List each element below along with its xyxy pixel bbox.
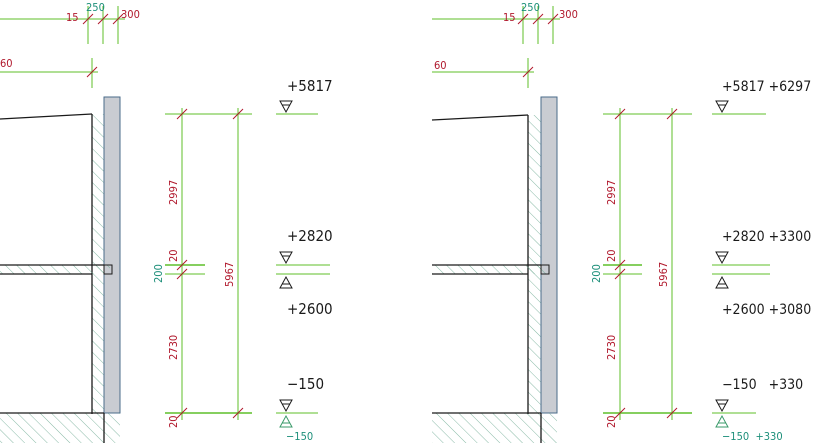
dim-2997: 2997 (605, 180, 618, 205)
level-marker-icon (279, 275, 293, 289)
floor-slab (0, 265, 110, 274)
wall-cladding (103, 96, 121, 414)
dim-5967: 5967 (223, 262, 236, 287)
dim-300: 300 (559, 8, 578, 21)
floor-slab (432, 265, 547, 274)
level-marker-icon (279, 100, 293, 114)
dim-60: 60 (0, 57, 13, 70)
ground-hatch (0, 413, 120, 443)
level-label: +2820 +3300 (722, 229, 811, 245)
level-label: +2600 (287, 300, 333, 318)
dim-2730: 2730 (167, 335, 180, 360)
level-marker-icon (279, 414, 293, 428)
level-marker-icon (715, 251, 729, 265)
level-marker-icon (715, 399, 729, 413)
dim-200: 200 (152, 264, 165, 283)
level-label: +5817 (287, 77, 333, 95)
dim-20-bottom: 20 (605, 415, 618, 428)
dim-5967: 5967 (657, 262, 670, 287)
wall-cladding (540, 96, 558, 414)
dim-20-top: 20 (605, 249, 618, 262)
left-section-panel: 15 250 300 60 299 (0, 1, 333, 443)
level-label: −150 (287, 375, 324, 393)
right-section-panel: 15 250 300 60 2997 20 2730 20 2 (431, 1, 811, 443)
dim-15: 15 (66, 11, 79, 24)
level-marker-icon (715, 275, 729, 289)
roof-edge (0, 113, 93, 120)
level-label: +5817 +6297 (722, 79, 811, 95)
level-marker-icon (715, 100, 729, 114)
dim-15: 15 (503, 11, 516, 24)
level-marker-icon (279, 399, 293, 413)
dim-20-bottom: 20 (167, 415, 180, 428)
dim-2997: 2997 (167, 180, 180, 205)
level-marker-icon (715, 414, 729, 428)
dim-60: 60 (434, 59, 447, 72)
ground-level-label: −150 +330 (722, 430, 783, 443)
ground-level-label: −150 (286, 430, 313, 443)
dim-20-top: 20 (167, 249, 180, 262)
level-marker-icon (279, 251, 293, 265)
dim-300: 300 (121, 8, 140, 21)
level-label: +2820 (287, 227, 333, 245)
dim-250: 250 (86, 1, 105, 14)
dim-250: 250 (521, 1, 540, 14)
wall-hatch (92, 114, 104, 414)
dim-2730: 2730 (605, 335, 618, 360)
dim-200: 200 (590, 264, 603, 283)
level-label: −150 +330 (722, 377, 803, 393)
ground-hatch (432, 413, 557, 443)
level-label: +2600 +3080 (722, 302, 811, 318)
